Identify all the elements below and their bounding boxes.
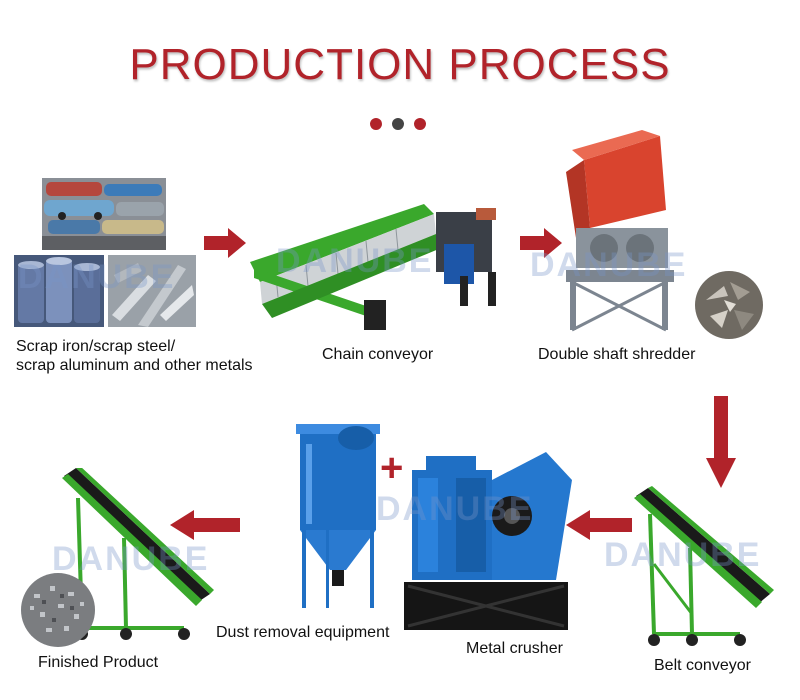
plus-sign: +	[380, 446, 404, 490]
shredded-metal-image	[694, 270, 764, 340]
dot-red-right	[414, 118, 426, 130]
scrap-cars-image	[42, 178, 166, 250]
page-title: PRODUCTION PROCESS	[129, 40, 671, 89]
watermark-6: DANUBE	[52, 540, 210, 578]
watermark-5: DANUBE	[376, 490, 534, 528]
shredder-image	[556, 130, 686, 335]
caption-chain-conveyor: Chain conveyor	[322, 346, 434, 363]
belt-conveyor-image	[630, 484, 780, 654]
caption-scrap-line2: scrap aluminum and other metals	[16, 357, 253, 374]
caption-scrap-line1: Scrap iron/scrap steel/	[16, 338, 176, 355]
scrap-aluminum-image	[108, 255, 196, 327]
watermark-4: DANUBE	[604, 536, 762, 574]
arrow-right-icon	[204, 228, 246, 263]
caption-metal-crusher: Metal crusher	[466, 640, 563, 657]
watermark-2: DANUBE	[276, 242, 434, 280]
dot-gray	[392, 118, 404, 130]
title-dots	[370, 118, 430, 132]
arrow-right-icon	[520, 228, 562, 263]
dust-removal-image	[286, 420, 386, 610]
chain-conveyor-image	[246, 186, 506, 346]
arrow-left-icon	[170, 510, 240, 545]
finished-belt-image	[54, 466, 218, 648]
scrap-drums-image	[14, 255, 104, 327]
arrow-left-icon	[566, 510, 632, 545]
finished-product-pile-image	[20, 572, 96, 648]
caption-dust-removal: Dust removal equipment	[216, 624, 390, 641]
dot-red-left	[370, 118, 382, 130]
caption-shredder: Double shaft shredder	[538, 346, 696, 363]
metal-crusher-image	[396, 440, 576, 636]
watermark-3: DANUBE	[530, 246, 688, 284]
caption-belt-conveyor: Belt conveyor	[654, 657, 751, 674]
watermark-1: DANUBE	[18, 258, 176, 296]
caption-finished-product: Finished Product	[38, 654, 159, 671]
arrow-down-icon	[706, 396, 736, 493]
